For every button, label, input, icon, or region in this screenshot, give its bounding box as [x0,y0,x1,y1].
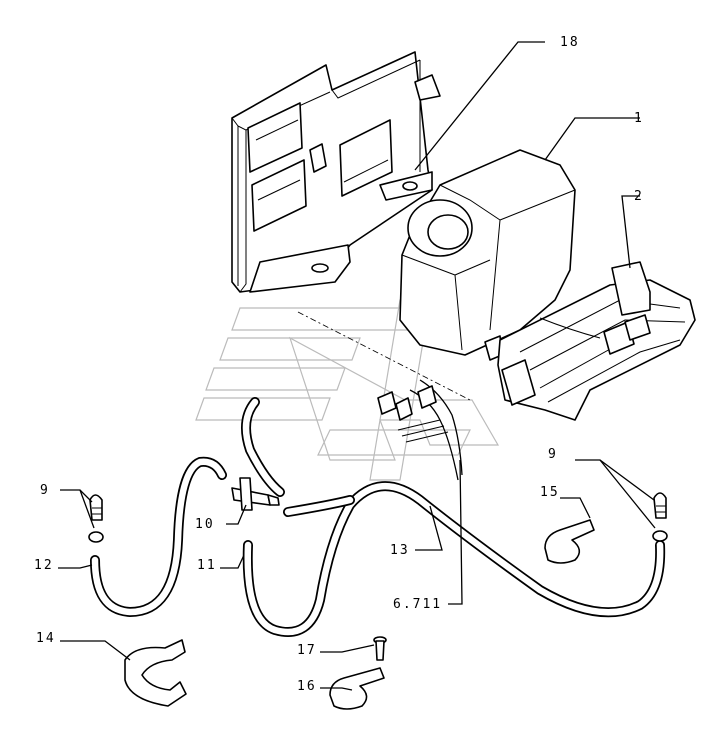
callout-13: 13 [390,543,410,558]
screw [373,636,387,661]
mounting-bracket [231,51,441,293]
callout-14: 14 [36,631,56,646]
callout-labels: 18 1 2 9 9 15 10 12 11 13 6.711 14 17 16 [34,35,644,694]
callout-17: 17 [297,643,317,658]
washer-nozzle-left [88,494,104,543]
callout-12: 12 [34,558,54,573]
t-connector [231,477,280,511]
callout-9-left: 9 [40,483,50,498]
p-clip-small [329,667,385,710]
callout-16: 16 [297,679,317,694]
callout-15: 15 [540,485,560,500]
callout-18: 18 [560,35,580,50]
callout-11: 11 [197,558,217,573]
callout-6711: 6.711 [393,597,442,612]
callout-9-right: 9 [548,447,558,462]
washer-reservoir [399,149,576,361]
callout-10: 10 [195,517,215,532]
washer-nozzle-right [652,492,668,542]
callout-2: 2 [634,189,644,204]
leader-lines [58,41,656,691]
p-clip-large [544,519,595,564]
hose-assembly [90,397,666,637]
assembly-axis [297,311,471,401]
callout-1: 1 [634,111,644,126]
wiring-harness [377,379,463,481]
cable-clamp [124,639,187,707]
reservoir-strap [497,261,696,421]
